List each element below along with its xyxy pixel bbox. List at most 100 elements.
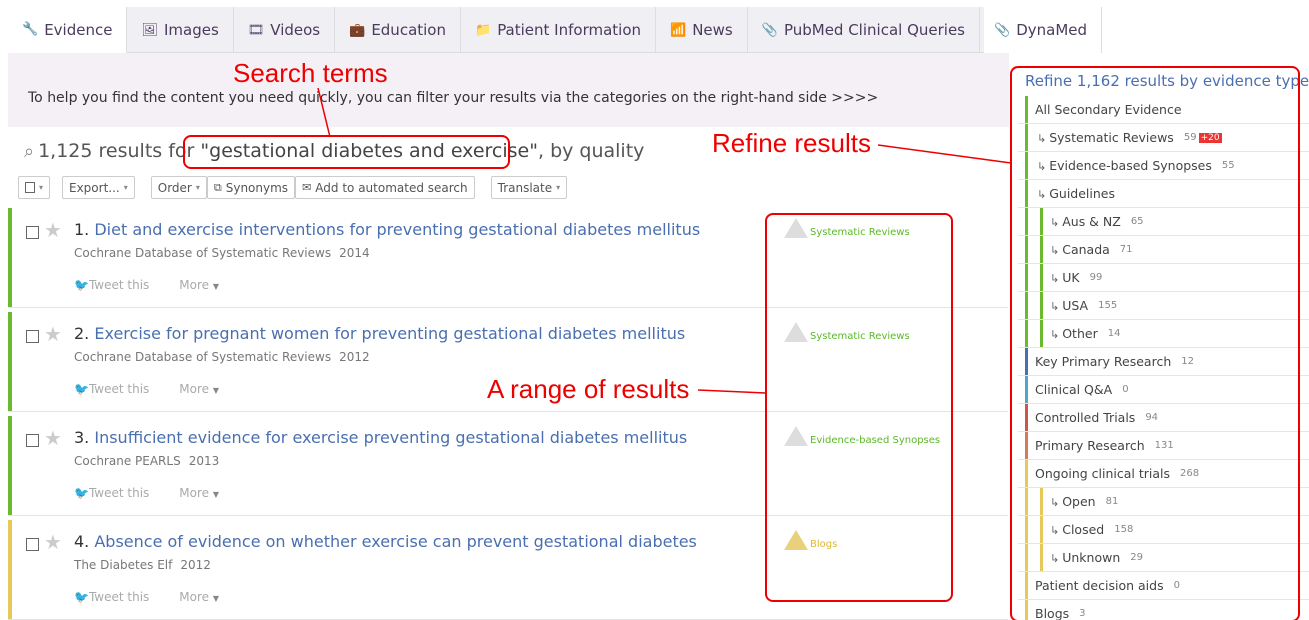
evidence-type-label: Systematic Reviews [810, 331, 910, 342]
pyramid-icon [784, 218, 808, 238]
sidebar-item-label: ↳Closed [1050, 522, 1104, 537]
new-badge: +20 [1198, 132, 1222, 143]
sidebar-item-label: All Secondary Evidence [1035, 102, 1182, 117]
tweet-button[interactable]: 🐦Tweet this [74, 590, 149, 604]
result-title-link[interactable]: 1. Diet and exercise interventions for p… [74, 220, 700, 239]
result-checkbox[interactable] [26, 434, 39, 447]
evidence-color-bar [1040, 488, 1043, 515]
evidence-color-bar [8, 312, 12, 411]
tab-label: Evidence [44, 20, 113, 39]
result-checkbox[interactable] [26, 226, 39, 239]
search-icon: ⌕ [24, 141, 35, 162]
twitter-icon: 🐦 [74, 486, 89, 500]
export-button[interactable]: Export...▾ [62, 176, 135, 199]
result-title-link[interactable]: 4. Absence of evidence on whether exerci… [74, 532, 697, 551]
sidebar-item-text: Clinical Q&A [1035, 382, 1113, 397]
tweet-label: Tweet this [88, 486, 150, 500]
more-label: More [179, 382, 210, 396]
annotation-sidebar-box [1010, 66, 1300, 620]
result-number: 2. [74, 324, 90, 343]
result-number: 4. [74, 532, 90, 551]
sidebar-item-label: ↳Canada [1050, 242, 1110, 257]
tab-pubmed-clinical-queries[interactable]: 📎PubMed Clinical Queries [748, 7, 980, 53]
order-button[interactable]: Order▾ [150, 176, 207, 199]
result-title-link[interactable]: 2. Exercise for pregnant women for preve… [74, 324, 685, 343]
sidebar-item-guidelines[interactable]: ↳Guidelines [1018, 180, 1309, 208]
sidebar-item-count: 55 [1221, 160, 1235, 171]
result-source: Cochrane Database of Systematic Reviews [74, 246, 332, 260]
star-icon[interactable]: ★ [44, 322, 62, 346]
star-icon[interactable]: ★ [44, 218, 62, 242]
result-checkbox[interactable] [26, 330, 39, 343]
pyramid-icon [784, 530, 808, 550]
tab-videos[interactable]: 🎞Videos [234, 7, 336, 53]
more-button[interactable]: More ▼ [179, 486, 219, 500]
sidebar-item-text: USA [1062, 298, 1089, 313]
sidebar-item-text: Controlled Trials [1035, 410, 1136, 425]
more-button[interactable]: More ▼ [179, 278, 219, 292]
sidebar-item-text: Closed [1062, 522, 1105, 537]
tweet-label: Tweet this [88, 590, 150, 604]
select-all-dropdown[interactable]: ▾ [18, 176, 50, 199]
synonyms-button[interactable]: ⧉Synonyms [206, 176, 296, 199]
tab-label: Patient Information [497, 21, 642, 39]
tweet-button[interactable]: 🐦Tweet this [74, 486, 149, 500]
result-title-link[interactable]: 3. Insufficient evidence for exercise pr… [74, 428, 687, 447]
result-number: 1. [74, 220, 90, 239]
chevron-down-icon: ▼ [212, 594, 220, 603]
more-button[interactable]: More ▼ [179, 590, 219, 604]
sidebar-item-canada[interactable]: ↳Canada 71 [1018, 236, 1309, 264]
subitem-arrow-icon: ↳ [1037, 160, 1047, 173]
result-checkbox[interactable] [26, 538, 39, 551]
translate-button[interactable]: Translate▾ [490, 176, 568, 199]
star-icon[interactable]: ★ [44, 426, 62, 450]
subitem-arrow-icon: ↳ [1050, 552, 1060, 565]
automated-search-button[interactable]: ✉Add to automated search [295, 176, 475, 199]
tab-dynamed[interactable]: 📎DynaMed [980, 7, 1103, 53]
twitter-icon: 🐦 [74, 278, 89, 292]
evidence-color-bar [1040, 320, 1043, 347]
more-label: More [179, 486, 210, 500]
more-button[interactable]: More ▼ [179, 382, 219, 396]
tab-images[interactable]: 🖼Images [127, 7, 234, 53]
tab-education[interactable]: 💼Education [335, 7, 461, 53]
evidence-type-tag: Systematic Reviews [784, 218, 910, 238]
evidence-color-bar [1025, 376, 1028, 403]
star-icon[interactable]: ★ [44, 530, 62, 554]
evidence-color-bar [1040, 544, 1043, 571]
evidence-color-bar [1025, 432, 1028, 459]
tab-patient-information[interactable]: 📁Patient Information [461, 7, 657, 53]
tweet-button[interactable]: 🐦Tweet this [74, 382, 149, 396]
tab-news[interactable]: 📶News [656, 7, 748, 53]
results-toolbar: ▾ Export...▾ Order▾ ⧉Synonyms ✉Add to au… [18, 176, 568, 199]
sidebar-title: Refine 1,162 results by evidence type [1025, 72, 1309, 90]
sidebar-item-count: 71 [1119, 244, 1133, 255]
tab-evidence[interactable]: 🔧Evidence [8, 7, 128, 53]
sidebar-item-count: 14 [1107, 328, 1121, 339]
tweet-button[interactable]: 🐦Tweet this [74, 278, 149, 292]
evidence-color-bar [1025, 516, 1028, 543]
refine-sidebar: Refine 1,162 results by evidence type Al… [1018, 66, 1309, 620]
chevron-down-icon: ▾ [38, 183, 43, 192]
sidebar-item-label: ↳Aus & NZ [1050, 214, 1121, 229]
more-label: More [179, 590, 210, 604]
sidebar-item-all-secondary-evidence[interactable]: All Secondary Evidence [1018, 96, 1309, 124]
order-label: Order [157, 180, 192, 195]
